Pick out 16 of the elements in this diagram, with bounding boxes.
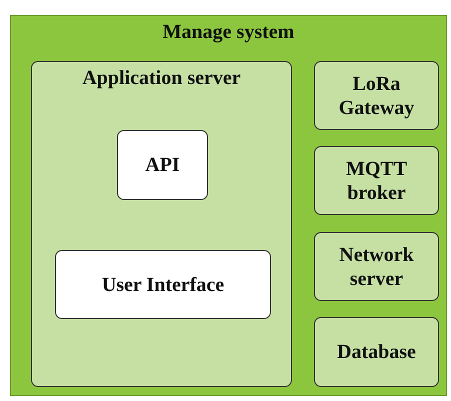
component-label: Network server	[338, 242, 415, 290]
container-title: Manage system	[162, 20, 296, 44]
component-label: User Interface	[100, 272, 226, 296]
container-box	[31, 61, 292, 387]
component-box	[117, 130, 208, 200]
component-label: API	[144, 153, 181, 177]
component-box	[314, 232, 439, 301]
container-title: Application server	[81, 66, 242, 90]
component-box	[314, 61, 439, 130]
component-label: LoRa Gateway	[338, 72, 416, 120]
container-box	[10, 15, 447, 396]
component-box	[314, 317, 439, 387]
component-box	[314, 146, 439, 215]
component-label: Database	[336, 340, 417, 364]
component-label: MQTT broker	[344, 156, 408, 204]
component-box	[55, 250, 271, 319]
